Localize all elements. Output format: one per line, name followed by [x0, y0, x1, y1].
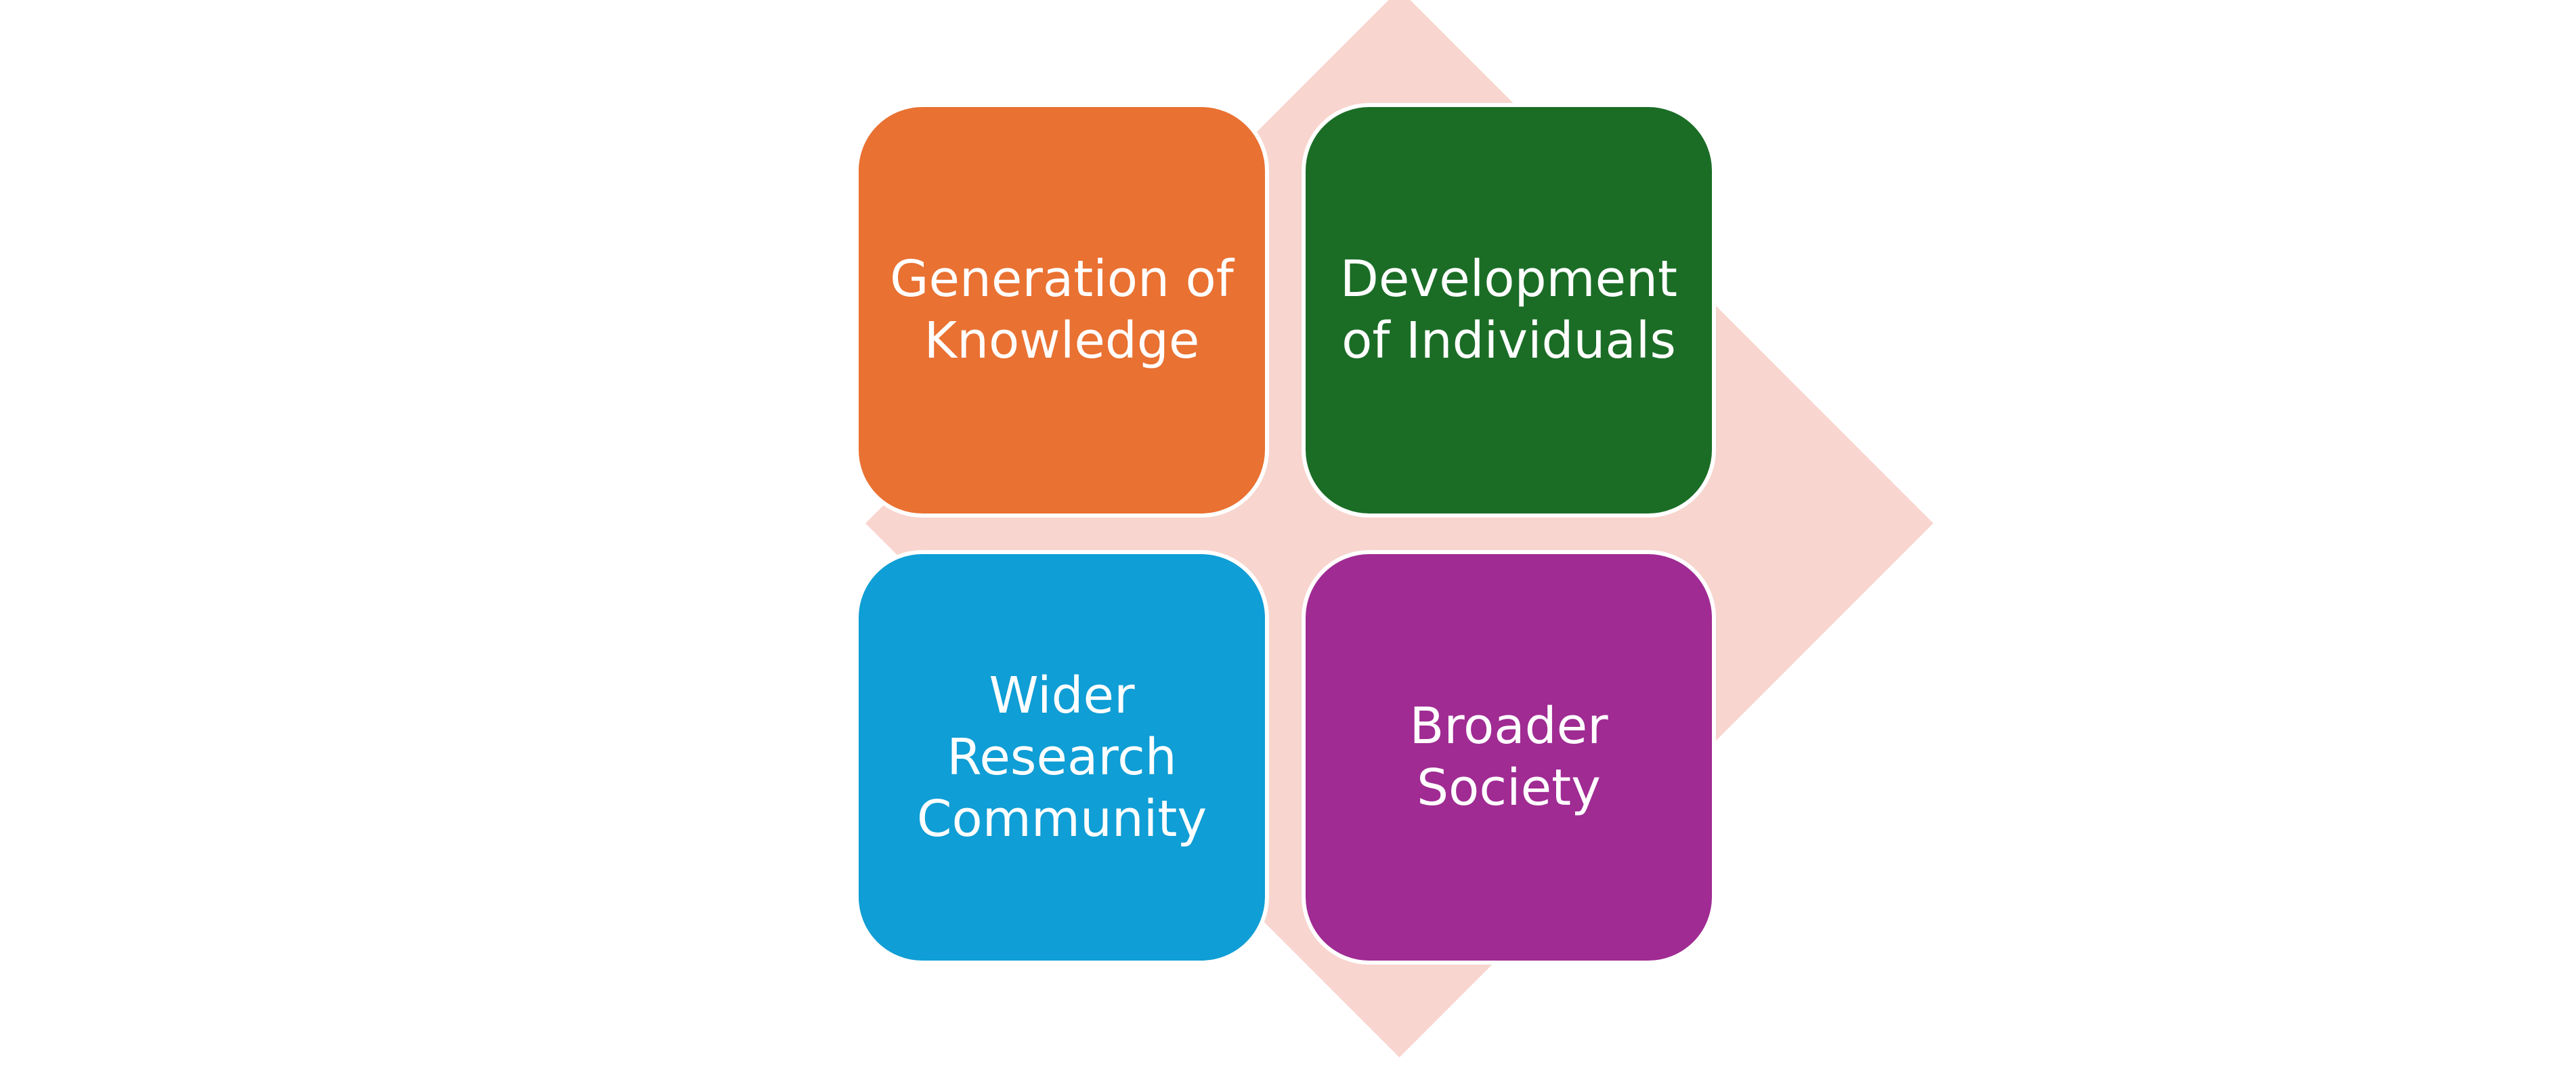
- quadrant-development-of-individuals: Development of Individuals: [1302, 103, 1716, 518]
- quadrant-label: Broader Society: [1409, 697, 1608, 817]
- quadrant-generation-of-knowledge: Generation of Knowledge: [855, 103, 1269, 518]
- quadrant-wider-research-community: Wider Research Community: [855, 550, 1269, 965]
- quadrant-label: Wider Research Community: [916, 666, 1207, 848]
- quadrant-broader-society: Broader Society: [1302, 550, 1716, 965]
- quadrant-label: Generation of Knowledge: [890, 250, 1234, 370]
- quadrant-label: Development of Individuals: [1339, 250, 1678, 370]
